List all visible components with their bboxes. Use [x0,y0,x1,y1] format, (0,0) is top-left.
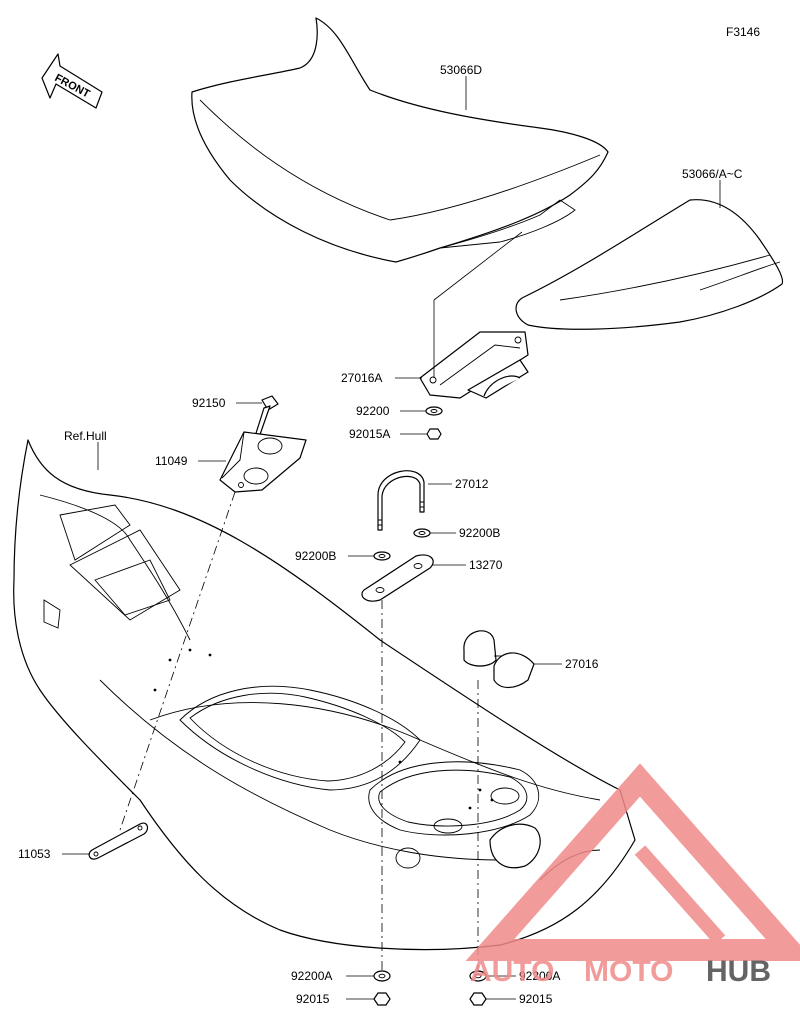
bracket-11049 [219,431,307,493]
label-53066d: 53066D [440,63,482,77]
label-92200-top: 92200 [356,404,390,418]
label-92015-left: 92015 [296,992,330,1006]
seat-53066d [191,17,609,263]
watermark-moto: MOTO [584,955,673,988]
figure-code: F3146 [726,25,760,39]
washer-92200a-left [373,970,391,982]
label-27016: 27016 [565,657,599,671]
nut-92015-left [373,992,391,1006]
label-92200a-left: 92200A [291,969,332,983]
label-92200b-right: 92200B [459,526,500,540]
bracket-27016a [419,331,529,399]
plate-13270 [361,554,434,602]
washer-92200b-right [413,528,431,538]
hull [13,439,636,951]
label-27016a: 27016A [341,371,382,385]
label-92015a-top: 92015A [349,427,390,441]
label-ref-hull: Ref.Hull [64,429,107,443]
leader-lines [62,76,721,1000]
watermark-hub: HUB [706,955,771,988]
hook-27016 [463,630,535,689]
washer-92200-top [425,406,443,416]
label-92200b-left: 92200B [295,549,336,563]
label-11053: 11053 [18,847,51,861]
label-27012: 27012 [455,477,489,491]
label-92150: 92150 [192,396,226,410]
strap-11053 [88,822,149,860]
label-53066ac: 53066/A~C [682,167,743,181]
label-13270: 13270 [469,558,503,572]
watermark-logo: AUTO MOTO HUB [465,763,800,988]
label-11049: 11049 [155,454,188,468]
seat-53066ac [515,199,784,330]
front-arrow-icon: FRONT [41,53,103,109]
label-92015-right: 92015 [519,992,553,1006]
u-bolt-27012 [377,470,425,531]
nut-92015-right [469,992,487,1006]
nut-92015a-top [426,428,442,440]
watermark-auto: AUTO [470,955,554,988]
washer-92200b-left [373,551,391,561]
label-92200a-right: 92200A [519,969,560,983]
